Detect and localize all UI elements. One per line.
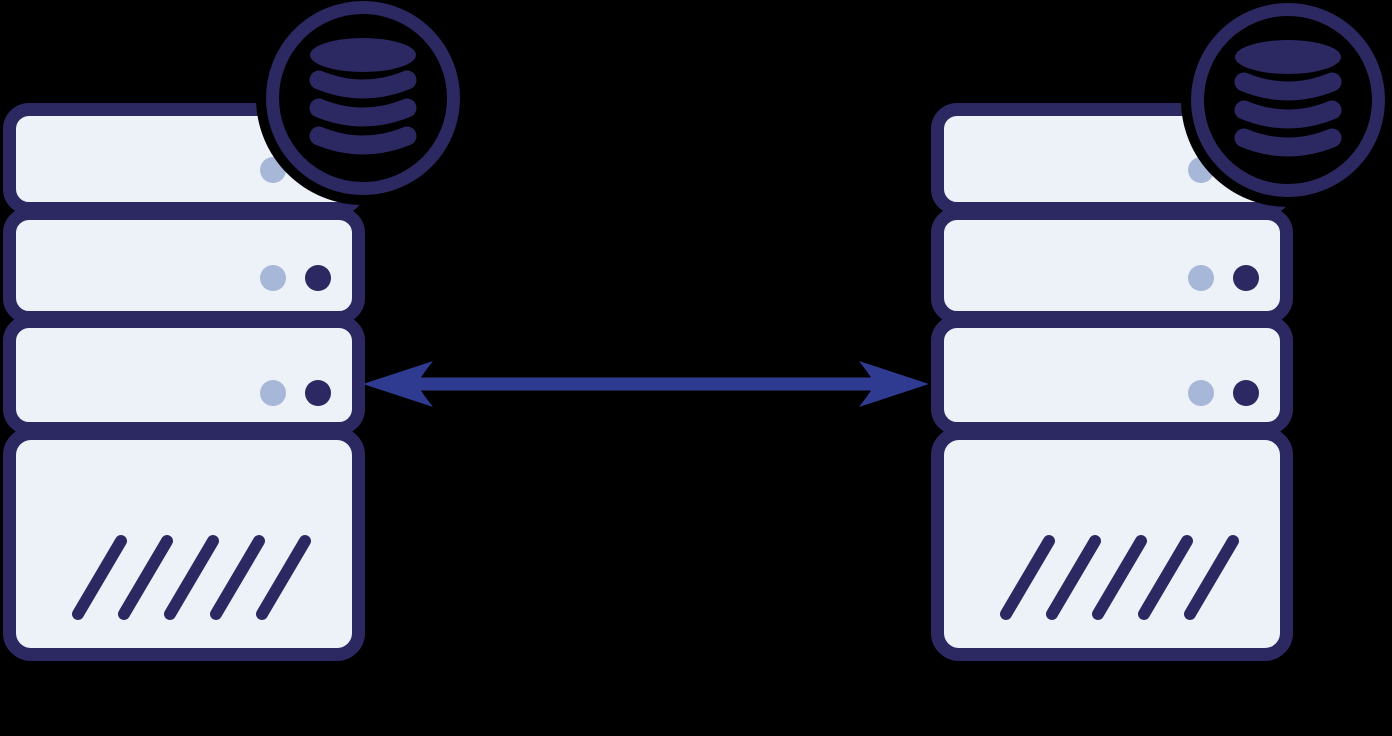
indicator-dot-light bbox=[1188, 380, 1214, 406]
indicator-dot-dark bbox=[305, 265, 331, 291]
database-cylinder-icon bbox=[309, 38, 417, 155]
indicator-dot-light bbox=[260, 380, 286, 406]
database-badge bbox=[1191, 3, 1385, 197]
server-rack-unit bbox=[931, 207, 1293, 324]
server-rack-unit bbox=[3, 207, 365, 324]
indicator-dot-dark bbox=[1233, 265, 1259, 291]
indicator-dot-light bbox=[260, 157, 286, 183]
server-rack-unit bbox=[931, 315, 1293, 435]
vent-slashes-icon bbox=[1000, 535, 1239, 620]
server-rack-unit bbox=[3, 315, 365, 435]
server-chassis bbox=[931, 427, 1293, 661]
server-chassis bbox=[3, 427, 365, 661]
indicator-dot-dark bbox=[1233, 380, 1259, 406]
database-cylinder-icon bbox=[1234, 40, 1342, 157]
vent-slashes-icon bbox=[72, 535, 311, 620]
database-badge bbox=[266, 1, 460, 195]
indicator-dot-dark bbox=[305, 380, 331, 406]
bidirectional-arrow-icon bbox=[363, 361, 929, 407]
indicator-dot-light bbox=[1188, 265, 1214, 291]
server-stack-left bbox=[3, 103, 365, 663]
indicator-dot-light bbox=[1188, 157, 1214, 183]
indicator-dot-light bbox=[260, 265, 286, 291]
server-stack-right bbox=[931, 103, 1293, 663]
